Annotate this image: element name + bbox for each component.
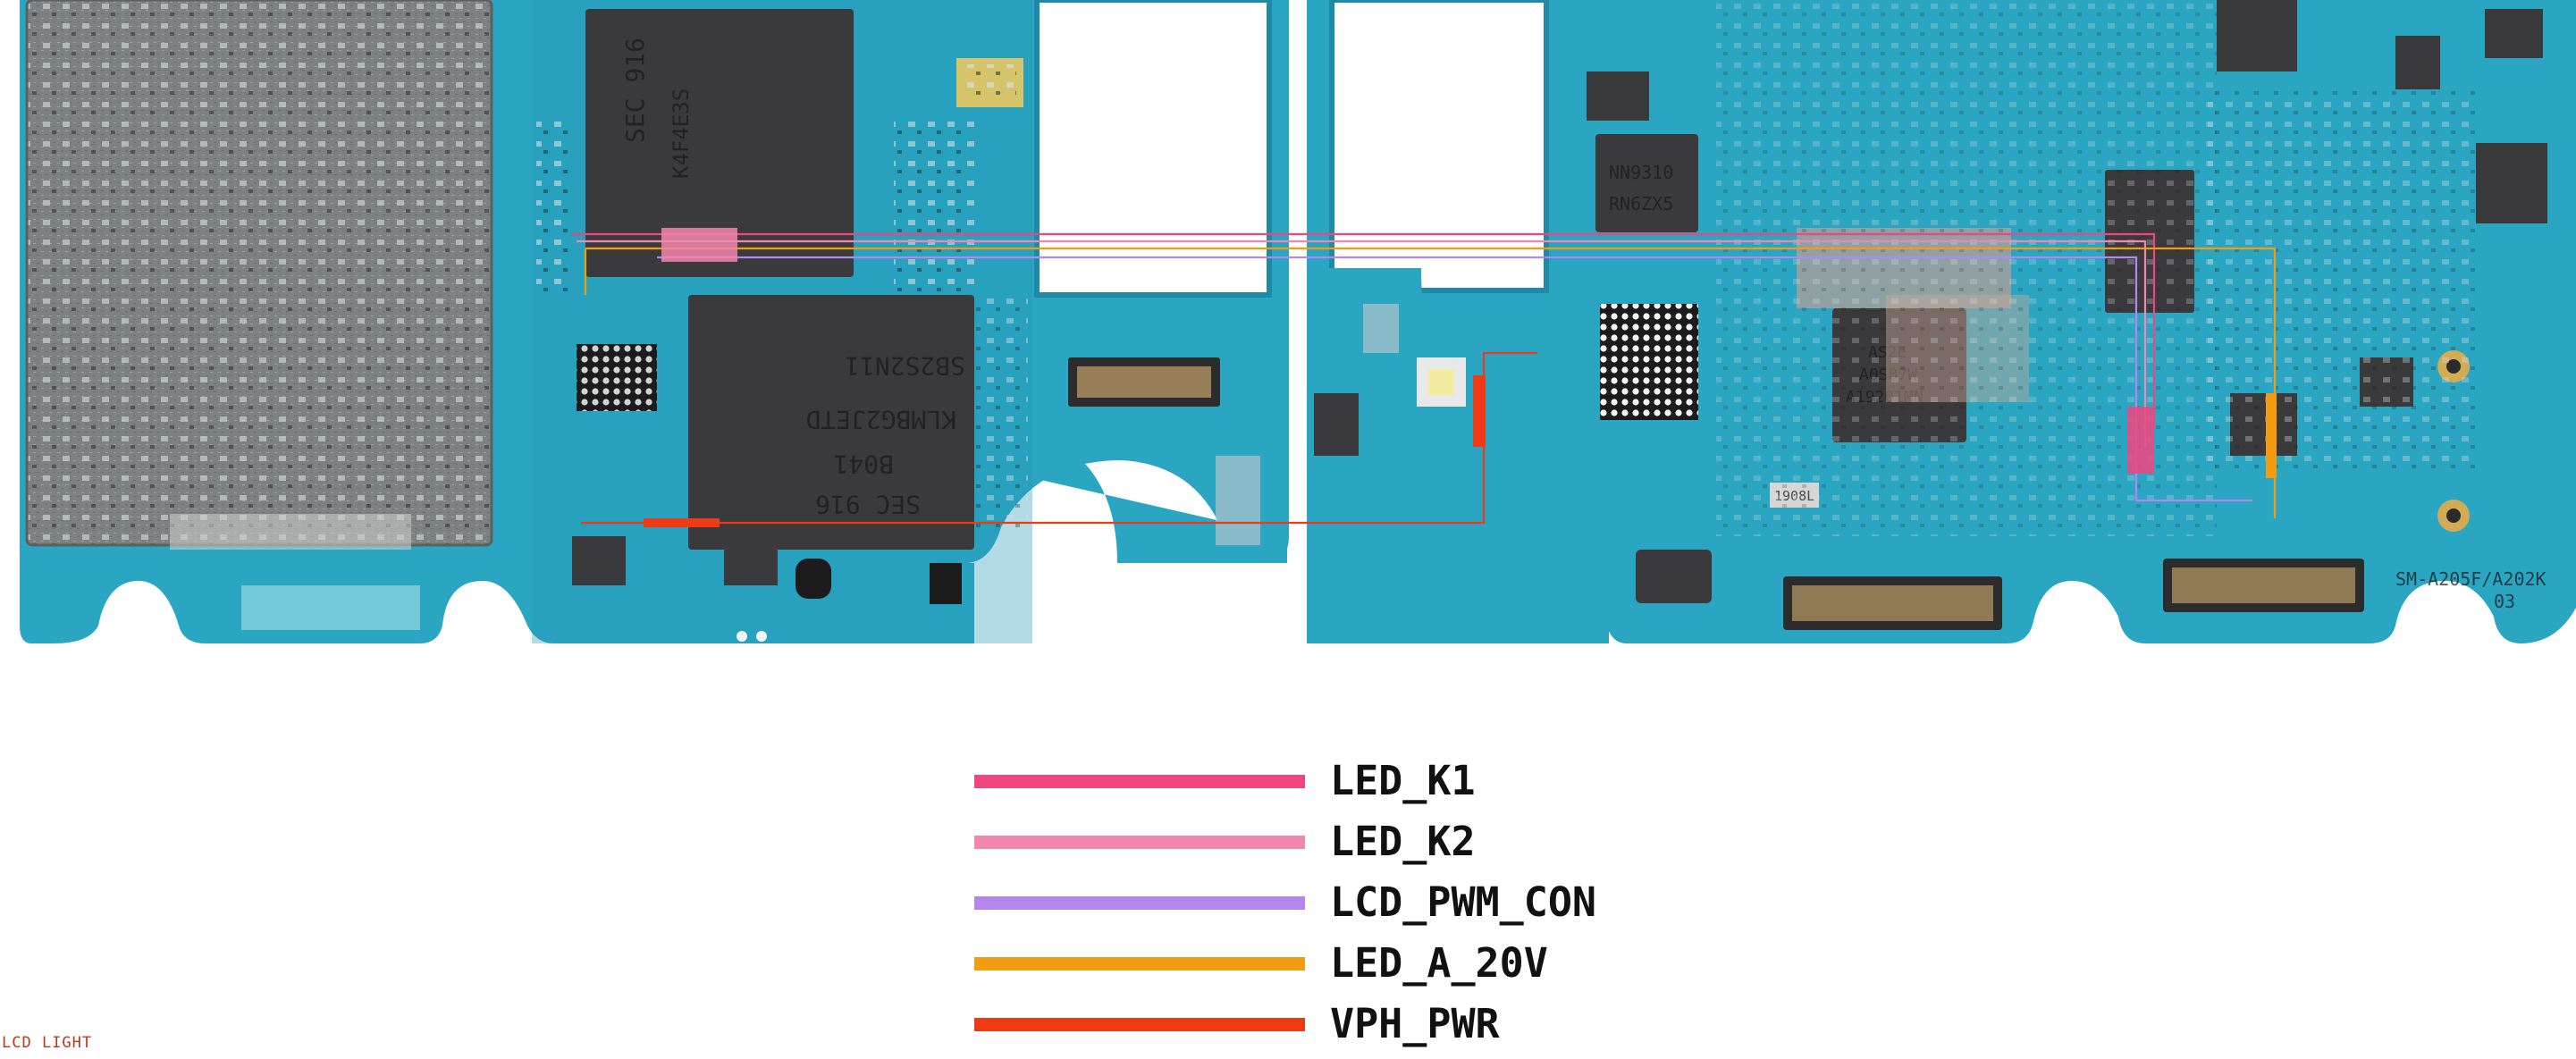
chip-label-top-code: K4F4E3S: [669, 88, 694, 179]
small-bga-chip: [577, 344, 657, 411]
pcb-diagram: SEC 916 K4F4E3S SB2S2N11 KLMBG2JETD B041…: [20, 0, 2576, 643]
pmic-chip: [1595, 134, 1698, 232]
pmic-label-1: NN9310: [1609, 162, 1673, 183]
legend-swatch: [974, 896, 1305, 910]
legend-item-led-k1: LED_K1: [974, 755, 1779, 816]
legend-swatch: [974, 836, 1305, 849]
chip-label-top: SEC 916: [620, 38, 650, 143]
emmc-chip: [688, 295, 974, 550]
emmc-label-1: SB2S2N11: [845, 351, 965, 381]
pmic-label-2: RN6ZX5: [1609, 193, 1673, 214]
legend: LED_K1 LED_K2 LCD_PWM_CON LED_A_20V VPH_…: [974, 755, 1779, 1059]
ram-chip: [585, 9, 854, 277]
right-board: NN9310 RN6ZX5 AS2E A0S87W A19201MN 1908L…: [1307, 0, 2576, 643]
legend-label: LED_A_20V: [1330, 939, 1548, 987]
legend-swatch: [974, 775, 1305, 788]
rev-label: 03: [2494, 591, 2515, 612]
legend-label: LED_K1: [1330, 757, 1476, 804]
legend-label: LED_K2: [1330, 818, 1476, 865]
legend-item-vph-pwr: VPH_PWR: [974, 998, 1779, 1059]
legend-item-led-a-20v: LED_A_20V: [974, 937, 1779, 998]
legend-label: LCD_PWM_CON: [1330, 878, 1597, 926]
legend-item-led-k2: LED_K2: [974, 816, 1779, 877]
signal-traces: [572, 228, 2277, 527]
emmc-label-2: KLMBG2JETD: [805, 405, 956, 434]
emmc-label-3: B041: [834, 450, 894, 479]
legend-item-lcd-pwm-con: LCD_PWM_CON: [974, 877, 1779, 937]
diagram-caption: LCD LIGHT: [2, 1034, 93, 1052]
legend-swatch: [974, 957, 1305, 971]
trace-led-k1: [572, 232, 2156, 429]
model-label: SM-A205F/A202K: [2395, 568, 2547, 590]
connector-pads: [241, 585, 420, 630]
trace-lcd-pwm-con: [657, 256, 2252, 502]
legend-label: VPH_PWR: [1330, 1000, 1500, 1047]
trace-led-k2: [577, 240, 2147, 447]
legend-swatch: [974, 1018, 1305, 1031]
left-board: SEC 916 K4F4E3S SB2S2N11 KLMBG2JETD B041…: [20, 0, 1289, 643]
bga-chip: [1600, 304, 1698, 420]
emmc-label-4: SEC 916: [815, 490, 921, 519]
